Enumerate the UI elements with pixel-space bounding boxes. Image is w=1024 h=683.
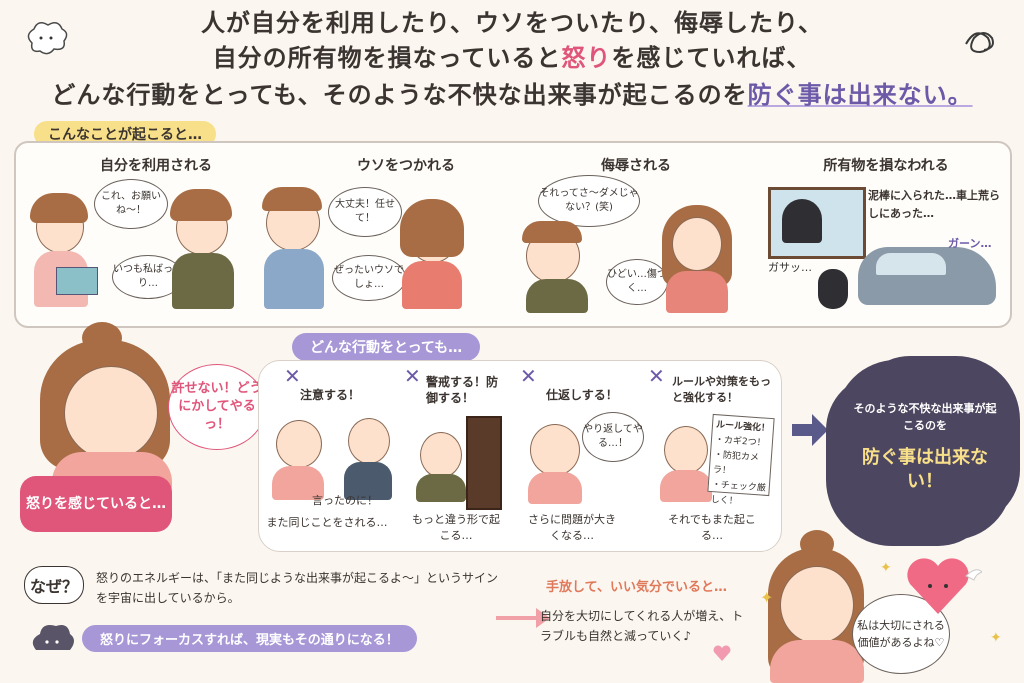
man-face <box>348 418 390 464</box>
rules-note: ルール強化！ ・カギ2つ！ ・防犯カメラ！ ・チェック厳しく！ <box>707 413 775 507</box>
happy-woman-face <box>780 566 854 644</box>
action-result: さらに問題が大きくなる… <box>528 513 616 542</box>
cloud-highlight-text: 防ぐ事は出来ない！ <box>862 447 988 492</box>
anger-word: 怒り <box>561 44 612 72</box>
man-hair <box>522 221 582 243</box>
title-line-3: どんな行動をとっても、そのような不快な出来事が起こるのを防ぐ事は出来ない。 <box>0 80 1024 110</box>
woman-face <box>530 424 580 476</box>
action-result: もっと違う形で起こる… <box>412 513 500 542</box>
woman-body <box>416 474 466 502</box>
woman-hair <box>400 199 464 257</box>
title-line-1: 人が自分を利用したり、ウソをついたり、侮辱したり、 <box>200 9 824 37</box>
winged-heart-icon <box>907 558 982 614</box>
woman-body <box>660 470 712 502</box>
rustle-sfx: ガサッ… <box>768 261 812 274</box>
title-line-2-b: を感じていれば、 <box>611 44 812 72</box>
action-result: それでもまた起こる… <box>668 513 756 542</box>
hair-bun <box>82 322 122 354</box>
letgo-text: 自分を大切にしてくれる人が増え、トラブルも自然と減っていく♪ <box>540 609 744 643</box>
door-image <box>466 416 502 510</box>
cloud-text: そのような不快な出来事が起こるのを <box>853 402 997 432</box>
action-title: 警戒する！防御する！ <box>426 375 499 405</box>
title-line-3-a: どんな行動をとっても、そのような不快な出来事が起こるのを <box>51 81 748 109</box>
sparkle-icon: ✦ <box>880 560 892 576</box>
feeling-anger-label: 怒りを感じていると… <box>20 476 172 532</box>
sparkle-icon: ✦ <box>760 588 774 607</box>
section1-panel: 自分を利用される これ、お願いね〜！ いつも私ばっかり… ウソをつかれる 大丈夫… <box>14 141 1012 328</box>
burglar-figure <box>818 269 848 309</box>
woman-hair <box>170 189 232 221</box>
speech-bubble: 大丈夫！任せて！ <box>328 187 402 237</box>
document-stack-icon <box>56 267 98 295</box>
woman-face <box>276 420 322 468</box>
column-title-lied: ウソをつかれる <box>357 158 455 174</box>
action-title: 注意する！ <box>300 388 361 402</box>
woman-face <box>420 432 462 478</box>
woman-body <box>272 466 324 500</box>
why-label: なぜ？ <box>24 566 84 604</box>
scribble-icon <box>965 32 994 54</box>
column-title-used: 自分を利用される <box>100 158 212 174</box>
speech-bubble: それってさ〜ダメじゃない？(笑) <box>538 175 640 227</box>
hair-bun <box>800 530 834 558</box>
burglar-figure <box>782 199 822 243</box>
section2-tag: どんな行動をとっても… <box>292 333 481 361</box>
speech-bubble: やり返してやる…！ <box>582 412 644 462</box>
action-inner-text: 言ったのに！ <box>312 494 378 507</box>
focus-tag: 怒りにフォーカスすれば、現実もその通りになる！ <box>82 625 417 652</box>
shock-sfx: ガーン… <box>948 237 992 250</box>
column-title-insulted: 侮辱される <box>601 158 671 174</box>
woman-face <box>672 217 722 271</box>
angry-puff-icon <box>27 22 68 55</box>
woman-body <box>402 261 462 309</box>
man-body <box>264 249 324 309</box>
x-mark-icon: ✕ <box>404 364 421 388</box>
man-hair <box>262 187 322 211</box>
woman-face <box>664 426 708 474</box>
cannot-prevent-text: 防ぐ事は出来ない。 <box>747 81 973 109</box>
title-line-2-a: 自分の所有物を損なっていると <box>212 44 562 72</box>
sad-cloud-icon <box>32 625 74 650</box>
man-body <box>526 279 588 313</box>
x-mark-icon: ✕ <box>284 364 301 388</box>
man-body <box>344 462 392 500</box>
sparkle-icon: ✦ <box>990 630 1002 646</box>
speech-bubble: ぜったいウソでしょ… <box>332 255 406 301</box>
car-window <box>876 253 946 275</box>
woman-body <box>528 472 582 504</box>
action-title: ルールや対策をもっと強化する！ <box>672 375 771 404</box>
happy-woman-body <box>770 640 864 683</box>
rules-note-item: ・防犯カメラ！ <box>712 450 760 477</box>
title-line-2: 自分の所有物を損なっていると怒りを感じていれば、 <box>0 43 1024 73</box>
woman-body <box>172 253 234 309</box>
column-title-property-damaged: 所有物を損なわれる <box>823 158 949 174</box>
action-result: また同じことをされる… <box>266 516 388 529</box>
why-text: 怒りのエネルギーは、「また同じような出来事が起こるよ〜」というサインを宇宙に出し… <box>96 571 499 605</box>
property-caption: 泥棒に入られた…車上荒らしにあった… <box>868 189 1000 220</box>
heart-icon <box>713 645 731 661</box>
woman-hair <box>30 193 88 223</box>
rules-note-item: ・チェック厳しく！ <box>710 480 767 507</box>
x-mark-icon: ✕ <box>520 364 537 388</box>
letgo-title: 手放して、いい気分でいると… <box>546 580 727 595</box>
woman-body <box>666 271 728 313</box>
speech-bubble: これ、お願いね〜！ <box>94 179 168 229</box>
arrow-right-icon <box>792 414 828 446</box>
angry-woman-face <box>64 366 158 460</box>
arrow-right-icon <box>496 608 550 628</box>
speech-bubble: ひどい…傷つく… <box>606 259 668 305</box>
action-title: 仕返しする！ <box>546 388 618 402</box>
angry-speech-bubble: 許せない！どうにかしてやるっ！ <box>168 364 266 450</box>
x-mark-icon: ✕ <box>648 364 665 388</box>
dark-cloud <box>836 360 1012 540</box>
